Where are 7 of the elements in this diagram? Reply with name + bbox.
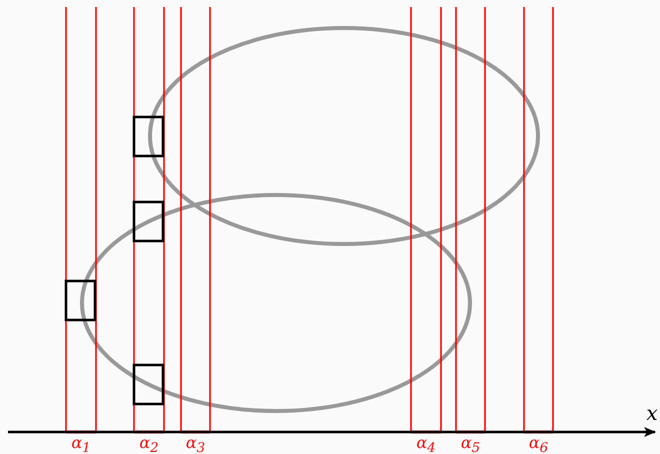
interval-label: α$_{1}$: [71, 435, 91, 454]
interval-label: α$_{3}$: [186, 435, 206, 454]
interval-label: α$_{2}$: [139, 435, 159, 454]
interval-label: α$_{4}$: [416, 435, 436, 454]
axis-label: x: [646, 403, 658, 423]
interval-label: α$_{6}$: [528, 435, 548, 454]
interval-label: α$_{5}$: [460, 435, 480, 454]
